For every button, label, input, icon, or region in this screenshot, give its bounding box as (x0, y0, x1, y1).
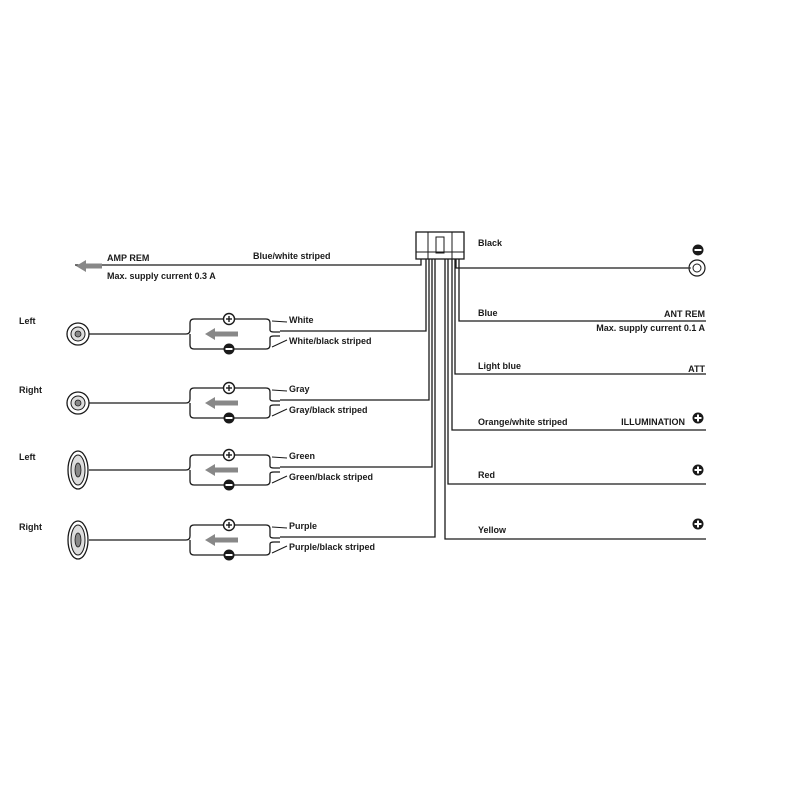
arrow-left-icon (205, 534, 238, 546)
polarity-plus-icon (222, 381, 236, 395)
ground-icon (688, 259, 706, 277)
speaker-plus-wire-label: Purple (289, 521, 317, 531)
polarity-minus-icon (223, 479, 235, 491)
speaker-minus-wire-label: Purple/black striped (289, 542, 375, 552)
polarity-plus-icon (692, 412, 704, 424)
right-wire-blue-label: Blue (478, 308, 498, 318)
speaker-icon (66, 391, 90, 415)
arrow-left-icon (205, 464, 238, 476)
arrow-left-icon (205, 397, 238, 409)
polarity-minus-icon (692, 244, 704, 256)
polarity-minus-icon (223, 549, 235, 561)
speaker-icon (67, 450, 89, 490)
speaker-side-label: Right (19, 522, 42, 532)
speaker-minus-wire-label: White/black striped (289, 336, 372, 346)
amp-rem-title: AMP REM (107, 253, 149, 263)
polarity-plus-icon (222, 518, 236, 532)
speaker-plus-wire-label: Green (289, 451, 315, 461)
right-polarity-symbols (688, 244, 706, 530)
speaker-side-label: Left (19, 452, 36, 462)
left-wire-bundle (75, 259, 436, 538)
speaker-icon (67, 520, 89, 560)
amp-rem-group: AMP REM Max. supply current 0.3 A Blue/w… (76, 251, 331, 281)
ant-rem-note: Max. supply current 0.1 A (596, 323, 705, 333)
polarity-minus-icon (223, 343, 235, 355)
ant-rem-label: ANT REM (664, 309, 705, 319)
right-wire-bundle (444, 259, 706, 540)
arrow-left-icon (205, 328, 238, 340)
arrow-left-icon (76, 260, 102, 272)
right-wire-orange-label: Orange/white striped (478, 417, 568, 427)
speaker-side-label: Right (19, 385, 42, 395)
speaker-minus-wire-label: Gray/black striped (289, 405, 368, 415)
polarity-plus-icon (692, 518, 704, 530)
speaker-side-label: Left (19, 316, 36, 326)
polarity-plus-icon (692, 464, 704, 476)
speaker-icon (66, 322, 90, 346)
right-wire-yellow-label: Yellow (478, 525, 507, 535)
right-wire-red-label: Red (478, 470, 495, 480)
harness-connector (415, 231, 465, 260)
polarity-plus-icon (222, 312, 236, 326)
polarity-minus-icon (223, 412, 235, 424)
right-labels: Black Blue ANT REM Max. supply current 0… (478, 238, 706, 535)
speaker-minus-wire-label: Green/black striped (289, 472, 373, 482)
amp-rem-wire-label: Blue/white striped (253, 251, 331, 261)
att-label: ATT (688, 364, 705, 374)
right-wire-black-label: Black (478, 238, 503, 248)
speaker-plus-wire-label: Gray (289, 384, 310, 394)
polarity-plus-icon (222, 448, 236, 462)
amp-rem-subtitle: Max. supply current 0.3 A (107, 271, 216, 281)
right-wire-lightblue-label: Light blue (478, 361, 521, 371)
illumination-label: ILLUMINATION (621, 417, 685, 427)
speaker-plus-wire-label: White (289, 315, 314, 325)
